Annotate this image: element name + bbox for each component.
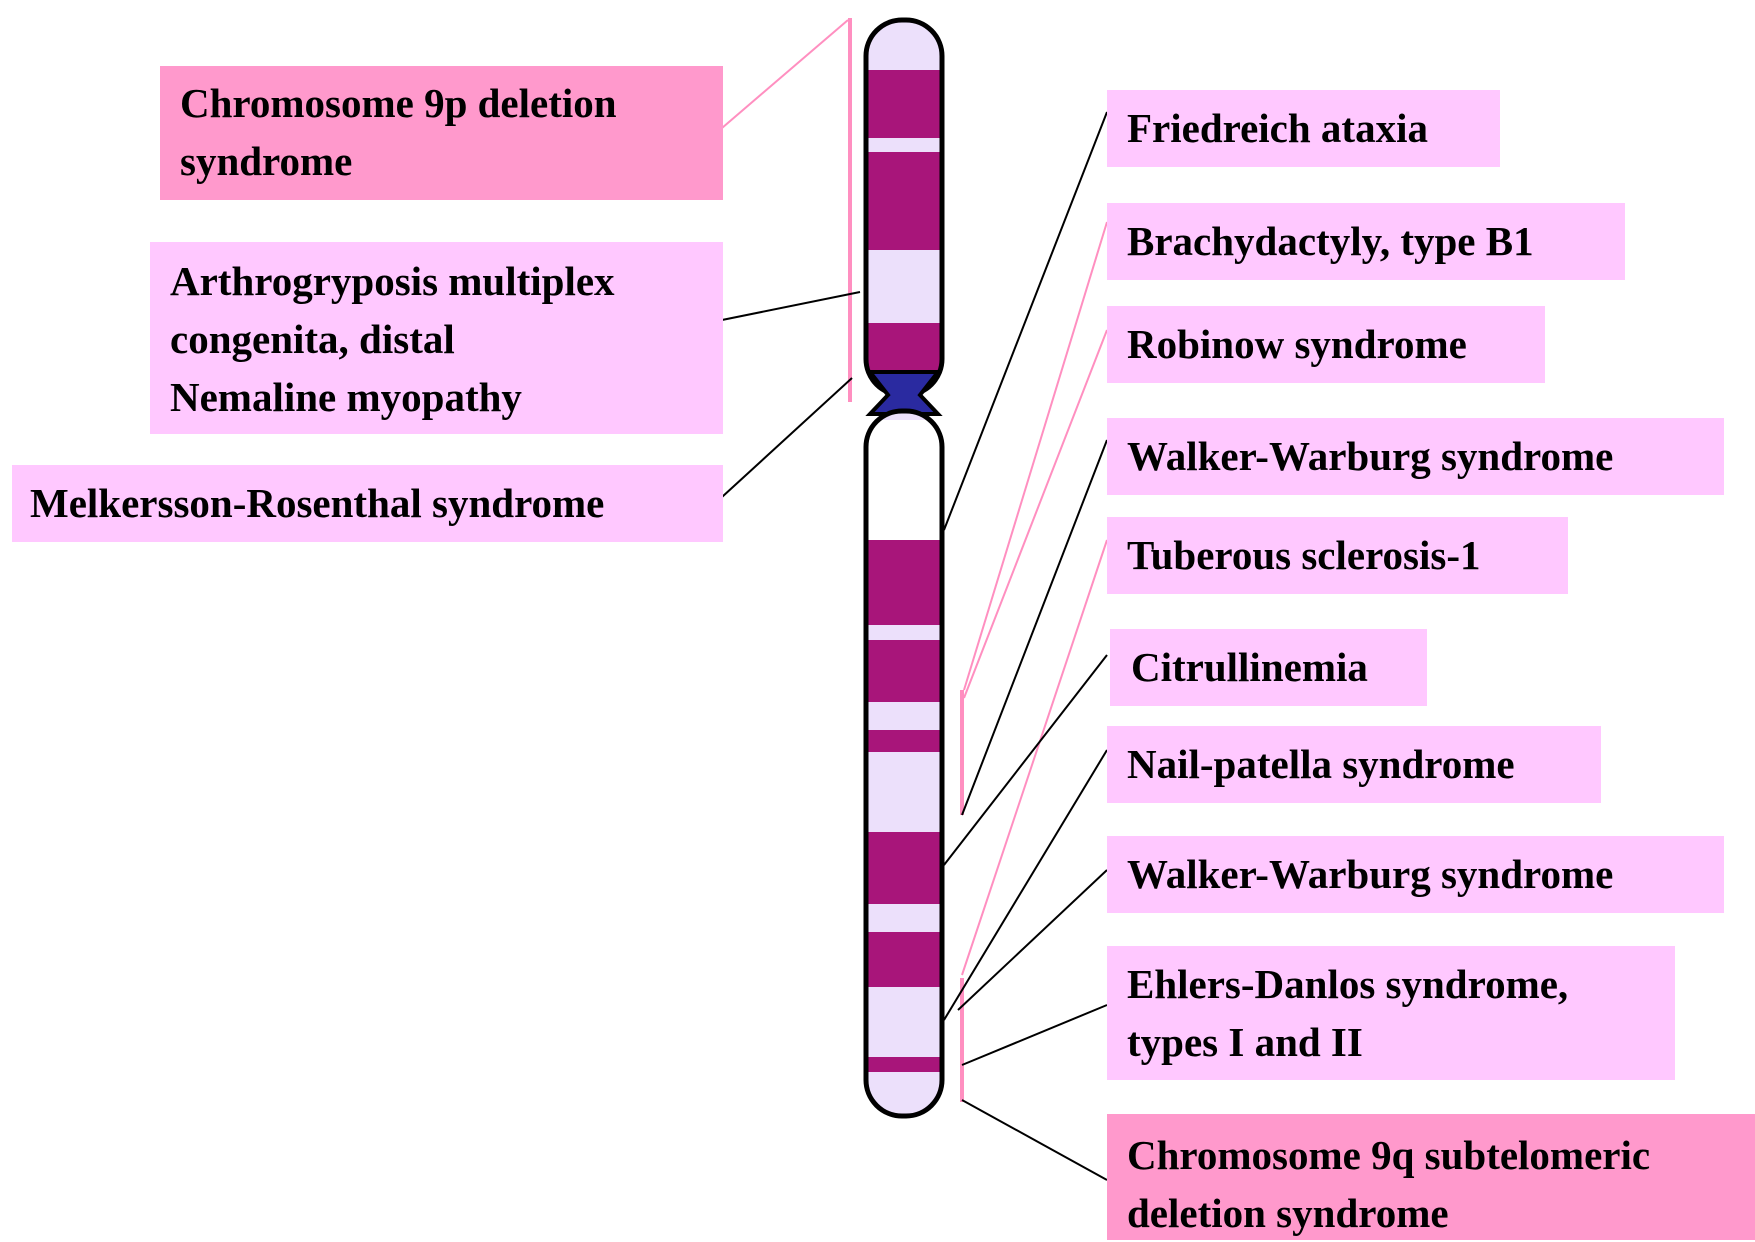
label-line: Walker-Warburg syndrome bbox=[1127, 433, 1614, 479]
leader-arthrogryposis bbox=[721, 291, 861, 321]
label-brachydactyly-b1: Brachydactyly, type B1 bbox=[1107, 203, 1625, 280]
leader-ehlers-danlos bbox=[961, 1004, 1108, 1066]
label-line: Walker-Warburg syndrome bbox=[1127, 851, 1614, 897]
label-citrullinemia: Citrullinemia bbox=[1110, 629, 1427, 706]
p-band-2 bbox=[866, 152, 942, 250]
leader-tuberous bbox=[961, 539, 1108, 976]
label-line: Citrullinemia bbox=[1131, 644, 1368, 690]
leader-melkersson bbox=[721, 377, 853, 498]
label-chromosome-9p-deletion: Chromosome 9p deletion syndrome bbox=[160, 66, 723, 200]
label-ehlers-danlos: Ehlers-Danlos syndrome, types I and II bbox=[1107, 946, 1675, 1080]
q-band-2 bbox=[866, 640, 942, 702]
leader-walker-warburg-2 bbox=[957, 869, 1108, 1011]
label-walker-warburg-2: Walker-Warburg syndrome bbox=[1107, 836, 1724, 913]
leader-friedreich bbox=[943, 111, 1108, 531]
label-line: syndrome bbox=[180, 138, 353, 184]
label-line: Chromosome 9p deletion bbox=[180, 80, 617, 126]
label-line: Nemaline myopathy bbox=[170, 374, 522, 420]
label-friedreich-ataxia: Friedreich ataxia bbox=[1107, 90, 1500, 167]
centromere bbox=[865, 370, 943, 416]
leader-9p-deletion bbox=[721, 19, 849, 129]
q-band-6 bbox=[866, 1057, 942, 1072]
chromosome-p-arm bbox=[863, 17, 945, 398]
label-nail-patella: Nail-patella syndrome bbox=[1107, 726, 1601, 803]
q-band-5 bbox=[866, 932, 942, 987]
label-line: Ehlers-Danlos syndrome, bbox=[1127, 961, 1569, 1007]
leader-9q-subtelomeric bbox=[961, 1099, 1108, 1181]
label-line: Chromosome 9q subtelomeric bbox=[1127, 1132, 1651, 1178]
q-band-3 bbox=[866, 730, 942, 752]
label-arthrogryposis-nemaline: Arthrogryposis multiplex congenita, dist… bbox=[150, 242, 723, 434]
q-band-1 bbox=[866, 540, 942, 625]
chromosome-q-arm bbox=[863, 408, 945, 1119]
label-line: deletion syndrome bbox=[1127, 1190, 1449, 1236]
label-line: Melkersson-Rosenthal syndrome bbox=[30, 480, 605, 526]
label-line: types I and II bbox=[1127, 1019, 1363, 1065]
label-melkersson-rosenthal: Melkersson-Rosenthal syndrome bbox=[12, 465, 723, 542]
leader-citrullinemia bbox=[943, 654, 1108, 866]
label-tuberous-sclerosis-1: Tuberous sclerosis-1 bbox=[1107, 517, 1568, 594]
leader-robinow bbox=[963, 329, 1108, 699]
leader-brachydactyly bbox=[963, 221, 1108, 691]
label-walker-warburg-1: Walker-Warburg syndrome bbox=[1107, 418, 1724, 495]
label-line: Brachydactyly, type B1 bbox=[1127, 218, 1534, 264]
leader-walker-warburg-1 bbox=[961, 439, 1108, 816]
label-chromosome-9q-subtelomeric: Chromosome 9q subtelomeric deletion synd… bbox=[1107, 1114, 1755, 1240]
leader-lines bbox=[721, 19, 1108, 1181]
label-line: Arthrogryposis multiplex bbox=[170, 258, 615, 304]
label-line: Tuberous sclerosis-1 bbox=[1127, 532, 1481, 578]
region-markers bbox=[848, 18, 964, 1102]
p-band-3 bbox=[866, 323, 942, 373]
p-band-1 bbox=[866, 70, 942, 138]
label-line: congenita, distal bbox=[170, 316, 455, 362]
q-band-4 bbox=[866, 832, 942, 904]
label-line: Robinow syndrome bbox=[1127, 321, 1467, 367]
label-robinow: Robinow syndrome bbox=[1107, 306, 1545, 383]
label-line: Nail-patella syndrome bbox=[1127, 741, 1515, 787]
leader-nail-patella bbox=[943, 749, 1108, 1021]
label-line: Friedreich ataxia bbox=[1127, 105, 1428, 151]
